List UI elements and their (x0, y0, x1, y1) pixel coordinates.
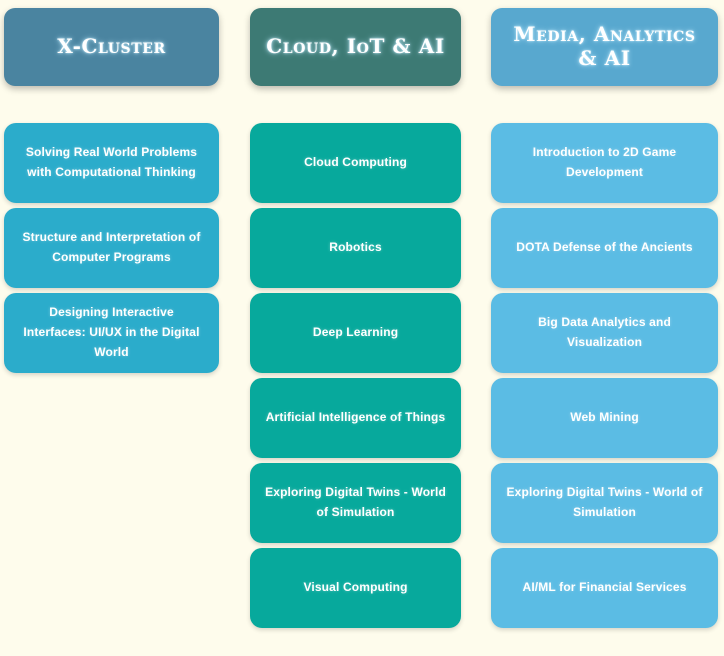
course-card[interactable]: Cloud Computing (250, 123, 462, 203)
course-card[interactable]: AI/ML for Financial Services (491, 548, 718, 628)
course-card-label: Designing Interactive Interfaces: UI/UX … (23, 305, 200, 359)
course-card-label: Artificial Intelligence of Things (265, 410, 446, 425)
column-cloud-iot-ai: Cloud, IoT & AI Cloud Computing Robotics… (250, 0, 462, 656)
course-card-label: DOTA Defense of the Ancients (516, 240, 693, 255)
course-card[interactable]: Robotics (250, 208, 462, 288)
course-card[interactable]: Exploring Digital Twins - World of Simul… (250, 463, 462, 543)
course-card[interactable]: Web Mining (491, 378, 718, 458)
course-card-label: Deep Learning (312, 325, 399, 340)
course-card[interactable]: Introduction to 2D Game Development (491, 123, 718, 203)
course-card-label: Big Data Analytics and Visualization (538, 315, 671, 349)
column-header-media-analytics-ai[interactable]: Media, Analytics & AI (491, 8, 718, 86)
course-card-label: Solving Real World Problems with Computa… (25, 145, 198, 179)
column-header-label: X-Cluster (57, 34, 166, 59)
column-x-cluster: X-Cluster Solving Real World Problems wi… (4, 0, 220, 656)
course-card[interactable]: DOTA Defense of the Ancients (491, 208, 718, 288)
column-header-cloud-iot-ai[interactable]: Cloud, IoT & AI (250, 8, 462, 86)
course-card[interactable]: Solving Real World Problems with Computa… (4, 123, 220, 203)
course-card-label: Exploring Digital Twins - World of Simul… (506, 485, 703, 519)
course-card[interactable]: Deep Learning (250, 293, 462, 373)
card-list-x-cluster: Solving Real World Problems with Computa… (4, 123, 220, 378)
column-header-label: Media, Analytics & AI (513, 22, 696, 70)
course-card-label: Exploring Digital Twins - World of Simul… (265, 485, 446, 519)
column-header-label: Cloud, IoT & AI (266, 34, 445, 59)
course-card-label: Robotics (329, 240, 382, 255)
course-card-label: Introduction to 2D Game Development (532, 145, 677, 179)
course-card-label: Structure and Interpretation of Computer… (22, 230, 201, 264)
course-card[interactable]: Big Data Analytics and Visualization (491, 293, 718, 373)
course-card-label: Cloud Computing (304, 155, 407, 170)
course-card[interactable]: Visual Computing (250, 548, 462, 628)
card-list-media-analytics-ai: Introduction to 2D Game Development DOTA… (491, 123, 718, 633)
course-card-label: Web Mining (570, 410, 639, 425)
course-card-label: Visual Computing (303, 580, 408, 595)
course-card[interactable]: Structure and Interpretation of Computer… (4, 208, 220, 288)
column-media-analytics-ai: Media, Analytics & AI Introduction to 2D… (491, 0, 718, 656)
course-card[interactable]: Artificial Intelligence of Things (250, 378, 462, 458)
course-card-label: AI/ML for Financial Services (522, 580, 687, 595)
column-header-x-cluster[interactable]: X-Cluster (4, 8, 220, 86)
course-card[interactable]: Designing Interactive Interfaces: UI/UX … (4, 293, 220, 373)
card-list-cloud-iot-ai: Cloud Computing Robotics Deep Learning A… (250, 123, 462, 633)
course-card[interactable]: Exploring Digital Twins - World of Simul… (491, 463, 718, 543)
